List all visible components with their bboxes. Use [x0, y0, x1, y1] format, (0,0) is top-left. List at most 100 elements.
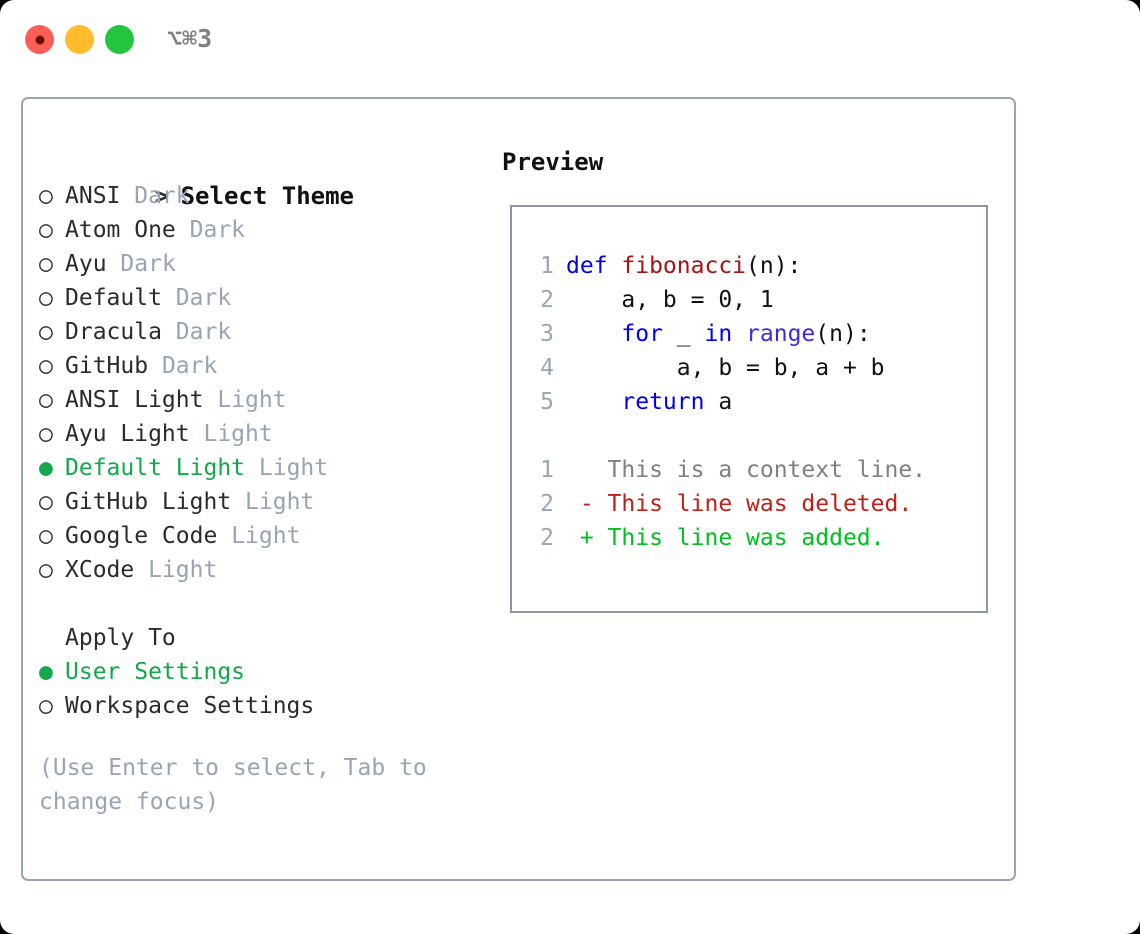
- theme-picker-panel: >Select Theme ○ANSI Dark○Atom One Dark○A…: [21, 97, 1016, 881]
- theme-option-atom-one[interactable]: ○Atom One Dark: [39, 213, 479, 247]
- apply-to-option-label: Workspace Settings: [65, 693, 315, 719]
- code-token-plain: _: [662, 321, 705, 347]
- close-window-button[interactable]: [25, 25, 54, 54]
- radio-unselected-icon: ○: [39, 217, 53, 243]
- code-line-number: 1: [540, 253, 554, 279]
- theme-option-list: ○ANSI Dark○Atom One Dark○Ayu Dark○Defaul…: [39, 179, 479, 587]
- theme-option-github-light[interactable]: ○ GitHub Light Light: [39, 485, 479, 519]
- diff-line-text: + This line was added.: [566, 525, 885, 551]
- theme-option-label: Google Code: [65, 523, 218, 549]
- theme-option-label: GitHub Light: [65, 489, 232, 515]
- code-line: 2 a, b = 0, 1: [526, 283, 926, 317]
- radio-selected-icon: ●: [39, 659, 53, 685]
- theme-option-ansi[interactable]: ○ANSI Dark: [39, 179, 479, 213]
- diff-line-number: 2: [540, 491, 554, 517]
- theme-option-variant: Light: [231, 523, 301, 549]
- code-line-number: 4: [540, 355, 554, 381]
- select-theme-header-label: Select Theme: [180, 182, 354, 210]
- theme-option-ayu-light[interactable]: ○Ayu Light Light: [39, 417, 479, 451]
- theme-option-default[interactable]: ○Default Dark: [39, 281, 479, 315]
- code-diff-separator: [526, 419, 926, 453]
- theme-option-variant: Dark: [120, 251, 176, 277]
- theme-option-label: Ayu Light: [65, 421, 190, 447]
- code-line-number: 2: [540, 287, 554, 313]
- theme-option-default-light[interactable]: ● Default Light Light: [39, 451, 479, 485]
- code-token-plain: (n):: [746, 253, 802, 279]
- select-theme-header: > Select Theme: [39, 145, 479, 210]
- code-token-kw: def: [566, 253, 622, 279]
- keyboard-hint-text: (Use Enter to select, Tab to change focu…: [39, 755, 441, 815]
- apply-to-option-label: User Settings: [65, 659, 246, 685]
- theme-option-variant: Light: [203, 421, 273, 447]
- code-line-number: 3: [540, 321, 554, 347]
- theme-option-variant: Light: [258, 455, 329, 481]
- diff-line-number: 1: [540, 457, 554, 483]
- apply-to-header: Apply To: [65, 625, 176, 651]
- theme-option-variant: Dark: [134, 183, 190, 209]
- theme-option-label: Dracula: [65, 319, 162, 345]
- code-token-plain: [732, 321, 746, 347]
- minimize-window-button[interactable]: [65, 25, 94, 54]
- diff-line-number: 2: [540, 525, 554, 551]
- theme-option-label: Default: [65, 285, 162, 311]
- close-icon: [35, 35, 44, 44]
- code-line: 4 a, b = b, a + b: [526, 351, 926, 385]
- theme-option-xcode[interactable]: ○XCode Light: [39, 553, 479, 587]
- code-line: 1 def fibonacci(n):: [526, 249, 926, 283]
- radio-unselected-icon: ○: [39, 387, 53, 413]
- theme-option-variant: Light: [148, 557, 218, 583]
- theme-option-label: GitHub: [65, 353, 149, 379]
- preview-title: Preview: [502, 148, 604, 176]
- theme-option-label: Atom One: [65, 217, 176, 243]
- radio-unselected-icon: ○: [39, 353, 53, 379]
- radio-selected-icon: ●: [39, 455, 53, 481]
- theme-option-dracula[interactable]: ○ Dracula Dark: [39, 315, 479, 349]
- diff-line-del: 2 - This line was deleted.: [526, 487, 926, 521]
- theme-option-ayu[interactable]: ○Ayu Dark: [39, 247, 479, 281]
- apply-to-option-user-settings[interactable]: ● User Settings: [39, 655, 479, 689]
- radio-unselected-icon: ○: [39, 557, 53, 583]
- diff-line-text: - This line was deleted.: [566, 491, 913, 517]
- theme-option-variant: Dark: [161, 353, 218, 379]
- radio-unselected-icon: ○: [39, 251, 53, 277]
- code-token-builtin: range: [746, 321, 816, 347]
- code-line: 3 for _ in range(n):: [526, 317, 926, 351]
- theme-option-label: Default Light: [65, 455, 246, 481]
- code-token-kw: for: [621, 321, 663, 347]
- diff-line-add: 2 + This line was added.: [526, 521, 926, 555]
- code-token-plain: a: [704, 389, 733, 415]
- theme-option-google-code[interactable]: ○ Google Code Light: [39, 519, 479, 553]
- theme-option-variant: Light: [245, 489, 315, 515]
- code-token-plain: [566, 321, 621, 347]
- code-line-number: 5: [540, 389, 554, 415]
- keyboard-shortcut-label: ⌥⌘3: [167, 24, 213, 53]
- theme-option-github[interactable]: ○ GitHub Dark: [39, 349, 479, 383]
- code-token-fn: fibonacci: [621, 253, 747, 279]
- theme-option-ansi-light[interactable]: ○ ANSI Light Light: [39, 383, 479, 417]
- title-bar: ⌥⌘3: [0, 0, 1140, 78]
- theme-selection-column: >Select Theme ○ANSI Dark○Atom One Dark○A…: [39, 145, 479, 819]
- radio-unselected-icon: ○: [39, 693, 53, 719]
- theme-option-variant: Dark: [175, 319, 232, 345]
- radio-unselected-icon: ○: [39, 523, 53, 549]
- diff-line-context: 1 This is a context line.: [526, 453, 926, 487]
- caret-icon: >: [154, 182, 170, 210]
- section-spacer: [39, 587, 479, 621]
- theme-option-label: ANSI Light: [65, 387, 204, 413]
- code-token-kw: return: [621, 389, 705, 415]
- radio-unselected-icon: ○: [39, 319, 53, 345]
- code-line: 5 return a: [526, 385, 926, 419]
- theme-option-variant: Light: [217, 387, 287, 413]
- code-token-plain: a, b = b, a + b: [566, 355, 885, 381]
- diff-line-text: This is a context line.: [566, 457, 927, 483]
- theme-option-label: ANSI: [65, 183, 121, 209]
- code-token-plain: a, b = 0, 1: [566, 287, 774, 313]
- apply-to-option-workspace-settings[interactable]: ○ Workspace Settings: [39, 689, 479, 723]
- maximize-window-button[interactable]: [105, 25, 134, 54]
- radio-unselected-icon: ○: [39, 489, 53, 515]
- code-token-kw: in: [704, 321, 733, 347]
